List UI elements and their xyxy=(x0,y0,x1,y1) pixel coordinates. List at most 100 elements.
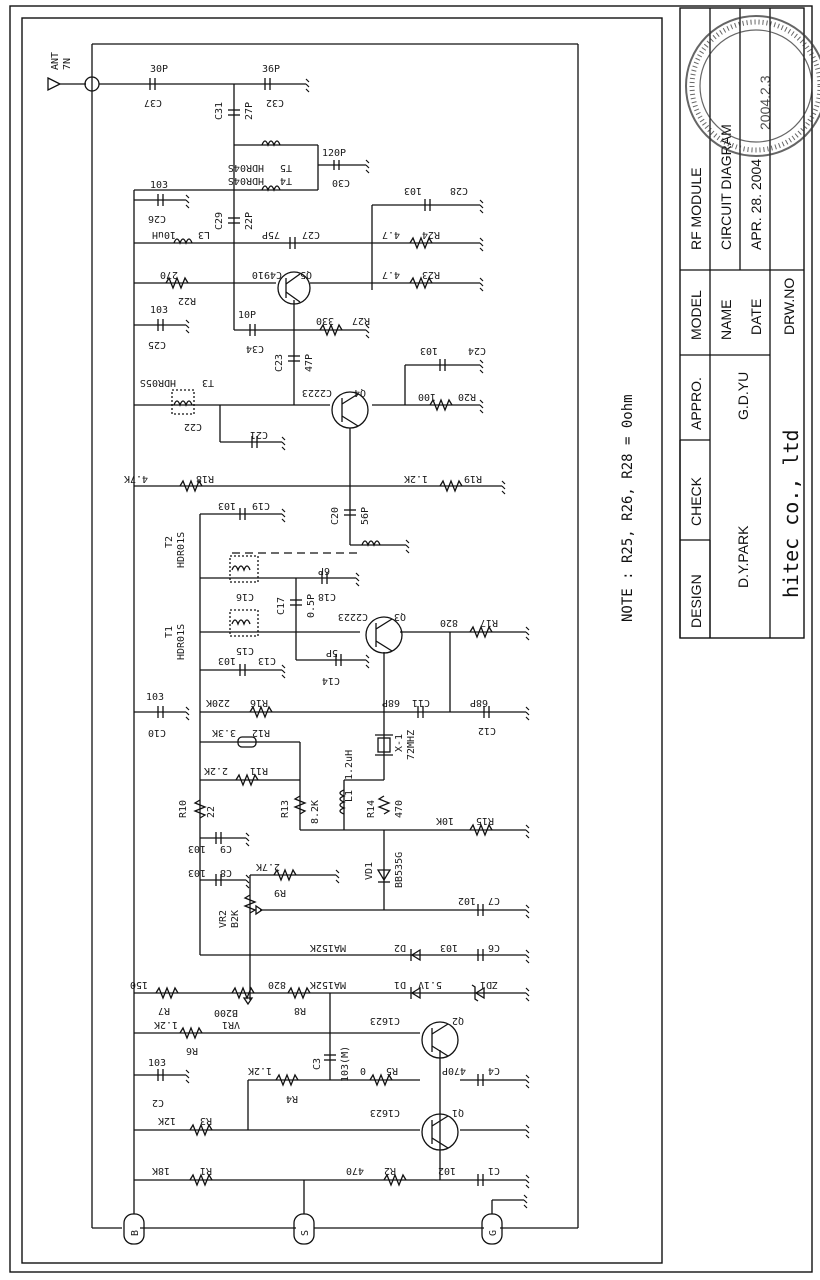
svg-text:5.1V: 5.1V xyxy=(418,979,442,990)
svg-text:C9: C9 xyxy=(220,843,232,854)
t5: HDR04S T5 xyxy=(228,140,292,173)
svg-text:103: 103 xyxy=(148,1058,166,1069)
svg-text:C26: C26 xyxy=(148,213,166,224)
c8: 103 C8 xyxy=(188,867,232,886)
svg-text:R3: R3 xyxy=(200,1115,212,1126)
c18: 6P C18 xyxy=(318,565,336,602)
svg-text:R15: R15 xyxy=(476,815,494,826)
c28: 103 C28 xyxy=(404,185,468,211)
note-text: NOTE : R25, R26, R28 = 0ohm xyxy=(620,394,636,622)
c16: C16 xyxy=(236,591,254,602)
zd1-zener: 5.1V ZD1 xyxy=(418,979,498,1002)
svg-text:T1: T1 xyxy=(164,626,175,638)
svg-text:C7: C7 xyxy=(488,895,500,906)
t1: T1 HDR01S xyxy=(164,609,259,660)
svg-text:X-1: X-1 xyxy=(394,734,405,752)
c25: 103 C25 xyxy=(148,305,168,350)
svg-text:C13: C13 xyxy=(258,655,276,666)
antenna-label: ANT xyxy=(50,52,61,70)
svg-text:10uH: 10uH xyxy=(152,229,176,240)
c37: 30P C37 xyxy=(144,64,168,108)
svg-text:MA152K: MA152K xyxy=(310,979,346,990)
svg-text:G: G xyxy=(488,1230,499,1236)
svg-text:C31: C31 xyxy=(214,102,225,120)
svg-text:D1: D1 xyxy=(394,979,406,990)
svg-text:C4: C4 xyxy=(488,1065,500,1076)
model-value: RF MODULE xyxy=(688,168,704,250)
r10: R10 22 xyxy=(178,799,217,819)
r18: 4.7K R18 xyxy=(124,473,214,493)
header-name: NAME xyxy=(718,300,734,340)
svg-text:Q1: Q1 xyxy=(452,1107,464,1118)
svg-text:0.5P: 0.5P xyxy=(306,594,317,618)
svg-text:T3: T3 xyxy=(202,377,214,388)
c31: C31 27P xyxy=(214,102,255,120)
svg-text:C8: C8 xyxy=(220,867,232,878)
svg-text:HDR04S: HDR04S xyxy=(228,175,264,186)
c3: C3 103(M) xyxy=(312,1046,351,1082)
svg-text:22: 22 xyxy=(206,806,217,818)
c26: 103 C26 xyxy=(148,180,168,224)
r12: 3.3K R12 xyxy=(212,727,270,748)
svg-text:27P: 27P xyxy=(244,102,255,120)
c10: 103 C10 xyxy=(146,692,166,738)
svg-text:R4: R4 xyxy=(286,1093,298,1104)
svg-text:C11: C11 xyxy=(412,697,430,708)
svg-text:Q2: Q2 xyxy=(452,1015,464,1026)
svg-text:C6: C6 xyxy=(488,942,500,953)
svg-text:2.2K: 2.2K xyxy=(204,765,228,776)
name-value: CIRCUIT DIAGRAM xyxy=(718,124,734,250)
date-value: APR. 28. 2004 xyxy=(748,159,764,250)
c30: 120P C30 xyxy=(322,148,350,188)
inner-frame xyxy=(21,17,663,1264)
svg-text:S: S xyxy=(300,1230,311,1236)
company-name: hitec co., ltd xyxy=(779,429,803,598)
q2-transistor: C1623 Q2 xyxy=(370,1015,464,1059)
svg-text:10P: 10P xyxy=(238,310,256,321)
svg-text:C37: C37 xyxy=(144,97,162,108)
svg-text:D2: D2 xyxy=(394,942,406,953)
svg-text:C27: C27 xyxy=(302,229,320,240)
svg-text:T2: T2 xyxy=(164,536,175,548)
svg-text:3.3K: 3.3K xyxy=(212,727,236,738)
svg-text:C20: C20 xyxy=(330,507,341,525)
svg-text:C22: C22 xyxy=(184,421,202,432)
svg-text:R7: R7 xyxy=(158,1005,170,1016)
svg-text:22P: 22P xyxy=(244,212,255,230)
svg-text:L1: L1 xyxy=(344,790,355,802)
r27: 330 R27 xyxy=(316,315,370,337)
svg-text:5P: 5P xyxy=(326,647,338,658)
svg-text:VR2: VR2 xyxy=(218,910,229,928)
approval-stamp: 2004.2.3 xyxy=(685,15,820,157)
svg-text:R19: R19 xyxy=(464,473,482,484)
r8: 820 R8 xyxy=(268,979,311,1016)
svg-text:C21: C21 xyxy=(250,429,268,440)
c1: 102 C1 xyxy=(438,1165,500,1186)
svg-text:C1623: C1623 xyxy=(370,1015,400,1026)
svg-text:HDR04S: HDR04S xyxy=(228,162,264,173)
svg-text:R27: R27 xyxy=(352,315,370,326)
svg-text:103: 103 xyxy=(188,843,206,854)
c11: 68P C11 xyxy=(382,697,430,718)
svg-text:72MHZ: 72MHZ xyxy=(406,730,417,760)
c32: 36P C32 xyxy=(262,64,284,108)
c6: 103 C6 xyxy=(440,942,500,961)
svg-text:68P: 68P xyxy=(470,697,488,708)
header-design: DESIGN xyxy=(688,574,704,628)
outer-frame xyxy=(9,5,813,1273)
svg-text:R24: R24 xyxy=(422,229,440,240)
r20: 100 R20 xyxy=(418,391,476,412)
header-check: CHECK xyxy=(688,476,704,526)
c22: C22 xyxy=(184,421,202,432)
d1-diode: MA152K D1 xyxy=(310,979,421,1000)
c21: C21 xyxy=(250,429,268,448)
svg-text:103: 103 xyxy=(150,180,168,191)
svg-text:VR1: VR1 xyxy=(222,1019,240,1030)
svg-text:R14: R14 xyxy=(366,800,377,818)
header-appro: APPRO. xyxy=(688,377,704,430)
svg-text:C2223: C2223 xyxy=(338,611,368,622)
svg-text:B200: B200 xyxy=(214,1007,238,1018)
header-drwno: DRW.NO xyxy=(781,278,797,335)
c34: 10P C34 xyxy=(238,310,264,354)
header-date: DATE xyxy=(748,299,764,335)
